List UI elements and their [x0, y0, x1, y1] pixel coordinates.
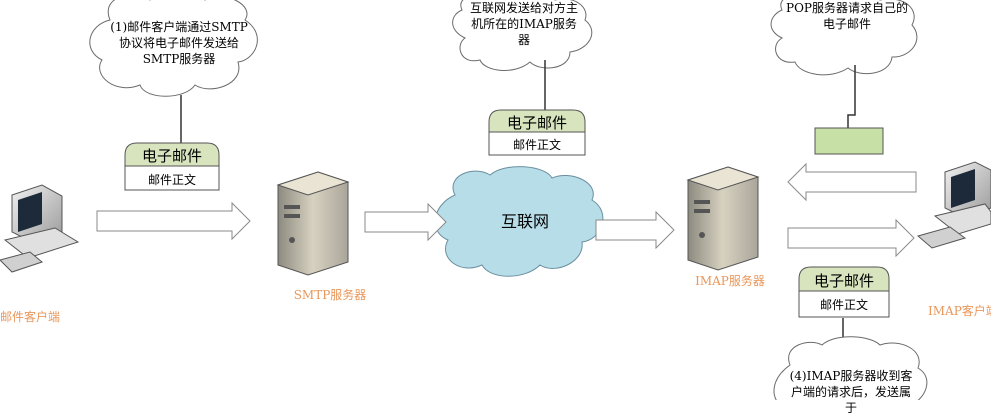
envelope-left-title: 电子邮件 — [141, 147, 202, 165]
cloud-text-step2: 互联网发送给对方主机所在的IMAP服务器 — [469, 1, 578, 47]
cloud-text-step3: POP服务器请求自己的电子邮件 — [786, 1, 908, 31]
mail-flow-diagram — [0, 0, 991, 400]
caption-client-left: 邮件客户端 — [0, 310, 61, 324]
internet-cloud — [434, 166, 604, 277]
client-computer-left-icon — [0, 184, 80, 273]
thought-cloud-step4 — [773, 318, 928, 400]
envelope-right-body: 邮件正文 — [819, 298, 868, 312]
client-computer-right-icon — [916, 161, 991, 249]
thought-cloud-step2 — [452, 0, 593, 110]
arrow-imap-to-client — [787, 218, 915, 258]
smtp-server-icon — [276, 171, 350, 276]
caption-client-right: IMAP客户端 — [928, 304, 991, 318]
imap-server-icon — [686, 166, 760, 271]
envelope-left — [124, 142, 220, 191]
arrow-smtp-to-internet — [364, 202, 447, 242]
envelope-middle-title: 电子邮件 — [506, 114, 567, 132]
arrow-internet-to-imap — [595, 210, 675, 250]
envelope-right-title: 电子邮件 — [813, 272, 874, 290]
envelope-middle-body: 邮件正文 — [512, 138, 561, 152]
arrow-client-request-to-imap — [787, 162, 917, 202]
envelope-left-body: 邮件正文 — [147, 173, 196, 187]
cloud-text-step1: (1)邮件客户端通过SMTP协议将电子邮件发送给SMTP服务器 — [110, 20, 248, 66]
envelope-middle — [488, 109, 586, 156]
cloud-text-step4: (4)IMAP服务器收到客户端的请求后，发送属于 — [789, 369, 913, 415]
thought-cloud-step3 — [770, 0, 918, 128]
caption-imap-server: IMAP服务器 — [695, 274, 765, 288]
arrow-client-to-smtp — [96, 201, 251, 241]
caption-internet: 互联网 — [500, 212, 549, 231]
thought-cloud-step1 — [89, 0, 258, 143]
caption-smtp-server: SMTP服务器 — [293, 288, 367, 302]
envelope-right — [798, 266, 890, 318]
request-box — [814, 127, 884, 155]
